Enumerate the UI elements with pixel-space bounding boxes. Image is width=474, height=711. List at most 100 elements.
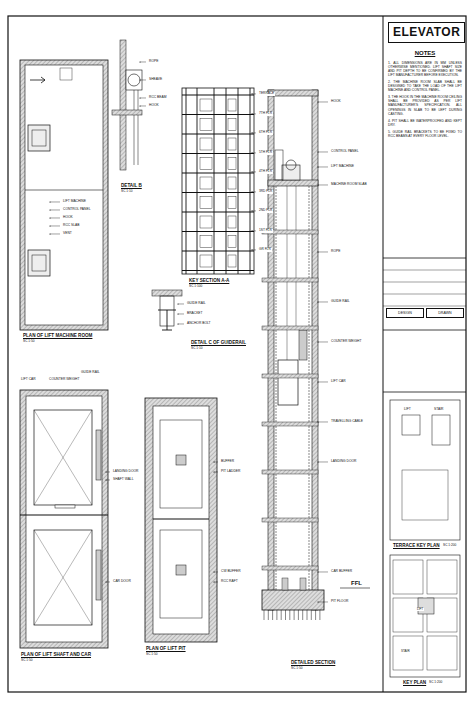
- leader-dot: [139, 61, 140, 62]
- draw-line: [285, 610, 286, 620]
- leader-dot: [251, 210, 252, 211]
- note-text: 4. PIT SHALL BE WATERPROOFED AND KEPT DR…: [388, 119, 462, 127]
- draw-line: [298, 610, 299, 620]
- callout-text: SC 1:200: [442, 544, 457, 548]
- beam: [152, 290, 182, 296]
- opening: [200, 255, 212, 267]
- leader-dot: [317, 101, 318, 102]
- leader-dot: [317, 571, 318, 572]
- leader-dot: [251, 171, 252, 172]
- callout-text: CAR DOOR: [112, 580, 132, 584]
- flat-box: [393, 560, 423, 594]
- draw-line: [197, 88, 198, 274]
- floor-slab: [262, 422, 318, 426]
- control-panel: [275, 150, 283, 180]
- leader-dot: [317, 166, 318, 167]
- leader-dot: [251, 230, 252, 231]
- draw-line: [182, 172, 254, 173]
- leader-dot: [251, 191, 252, 192]
- key-plan: [390, 555, 460, 677]
- draw-line: [34, 410, 92, 505]
- callout-text: BRACKET: [186, 312, 204, 316]
- draw-line: [383, 258, 466, 259]
- leader-dot: [177, 323, 178, 324]
- draw-line: [340, 588, 370, 589]
- leader-line: [178, 303, 184, 304]
- leader-line: [214, 581, 218, 582]
- buffer: [282, 578, 288, 590]
- draw-line: [307, 610, 308, 620]
- callout-text: 4TH FLR: [258, 170, 273, 174]
- draw-line: [250, 88, 251, 274]
- lift-machine: [28, 250, 50, 276]
- leader-dot: [317, 461, 318, 462]
- opening: [228, 197, 236, 209]
- callout-text: 1ST FLR: [258, 229, 273, 233]
- floor-slab: [262, 374, 318, 378]
- view-title: DETAIL B: [120, 183, 143, 188]
- beam: [120, 40, 126, 170]
- draw-line: [182, 270, 254, 271]
- lift-machine: [282, 165, 300, 180]
- draw-line: [281, 610, 282, 620]
- sheave-box: [126, 70, 142, 90]
- callout-text: ROPE: [148, 60, 159, 64]
- leader-line: [106, 581, 110, 582]
- door: [55, 505, 75, 508]
- floor-slab: [262, 470, 318, 474]
- callout-text: ROPE: [330, 250, 341, 254]
- terrace-plan: [390, 400, 460, 540]
- draw-line: [383, 16, 384, 692]
- draw-line: [383, 330, 466, 331]
- leader-dot: [49, 209, 50, 210]
- leader-line: [252, 113, 256, 114]
- leader-line: [252, 152, 256, 153]
- callout-text: PIT LADDER: [220, 470, 241, 474]
- callout-text: GUIDE RAIL: [330, 300, 351, 304]
- leader-line: [214, 471, 218, 472]
- callout-text: LANDING DOOR: [330, 460, 357, 464]
- leader-dot: [139, 79, 140, 80]
- callout-text: MACHINE ROOM SLAB: [330, 183, 368, 187]
- leader-line: [252, 93, 256, 94]
- wall: [20, 390, 108, 648]
- leader-dot: [251, 93, 252, 94]
- leaders: [49, 61, 328, 602]
- draw-line: [264, 610, 265, 620]
- draw-line: [20, 514, 108, 515]
- panel-heading: NOTES: [388, 50, 462, 58]
- panel-heading: DESIGN: [389, 311, 421, 315]
- shaft-wall: [268, 90, 274, 610]
- leader-line: [318, 184, 328, 185]
- lift-core: [418, 598, 434, 614]
- draw-line: [276, 610, 277, 620]
- callout-text: COUNTER WEIGHT: [330, 340, 362, 344]
- buffer: [300, 578, 306, 590]
- leader-line: [252, 132, 256, 133]
- draw-line: [315, 610, 316, 620]
- draw-line: [41, 77, 45, 80]
- callout-text: SC 1:50: [290, 667, 304, 671]
- callout-text: STAIR: [433, 408, 444, 412]
- leader-dot: [213, 471, 214, 472]
- callout-text: SC 1:200: [428, 681, 443, 685]
- wall-inner: [26, 396, 102, 642]
- callout-text: GUIDE RAIL: [80, 371, 101, 375]
- view-title: FFL: [350, 580, 363, 587]
- draw-line: [34, 410, 92, 505]
- callout-text: CW BUFFER: [220, 570, 242, 574]
- view-title: TERRACE KEY PLAN: [392, 543, 441, 548]
- leader-dot: [317, 601, 318, 602]
- draw-line: [30, 80, 45, 81]
- leader-line: [318, 341, 328, 342]
- callout-text: SC 1:50: [20, 659, 34, 663]
- callout-text: CAR BUFFER: [330, 570, 353, 574]
- callout-text: LIFT CAR: [20, 378, 37, 382]
- leader-line: [140, 61, 146, 62]
- stair-box: [432, 415, 450, 445]
- leader-dot: [49, 225, 50, 226]
- floor-slab: [262, 278, 318, 282]
- leader-line: [252, 249, 256, 250]
- view-title: KEY PLAN: [402, 680, 427, 685]
- draw-line: [383, 392, 466, 393]
